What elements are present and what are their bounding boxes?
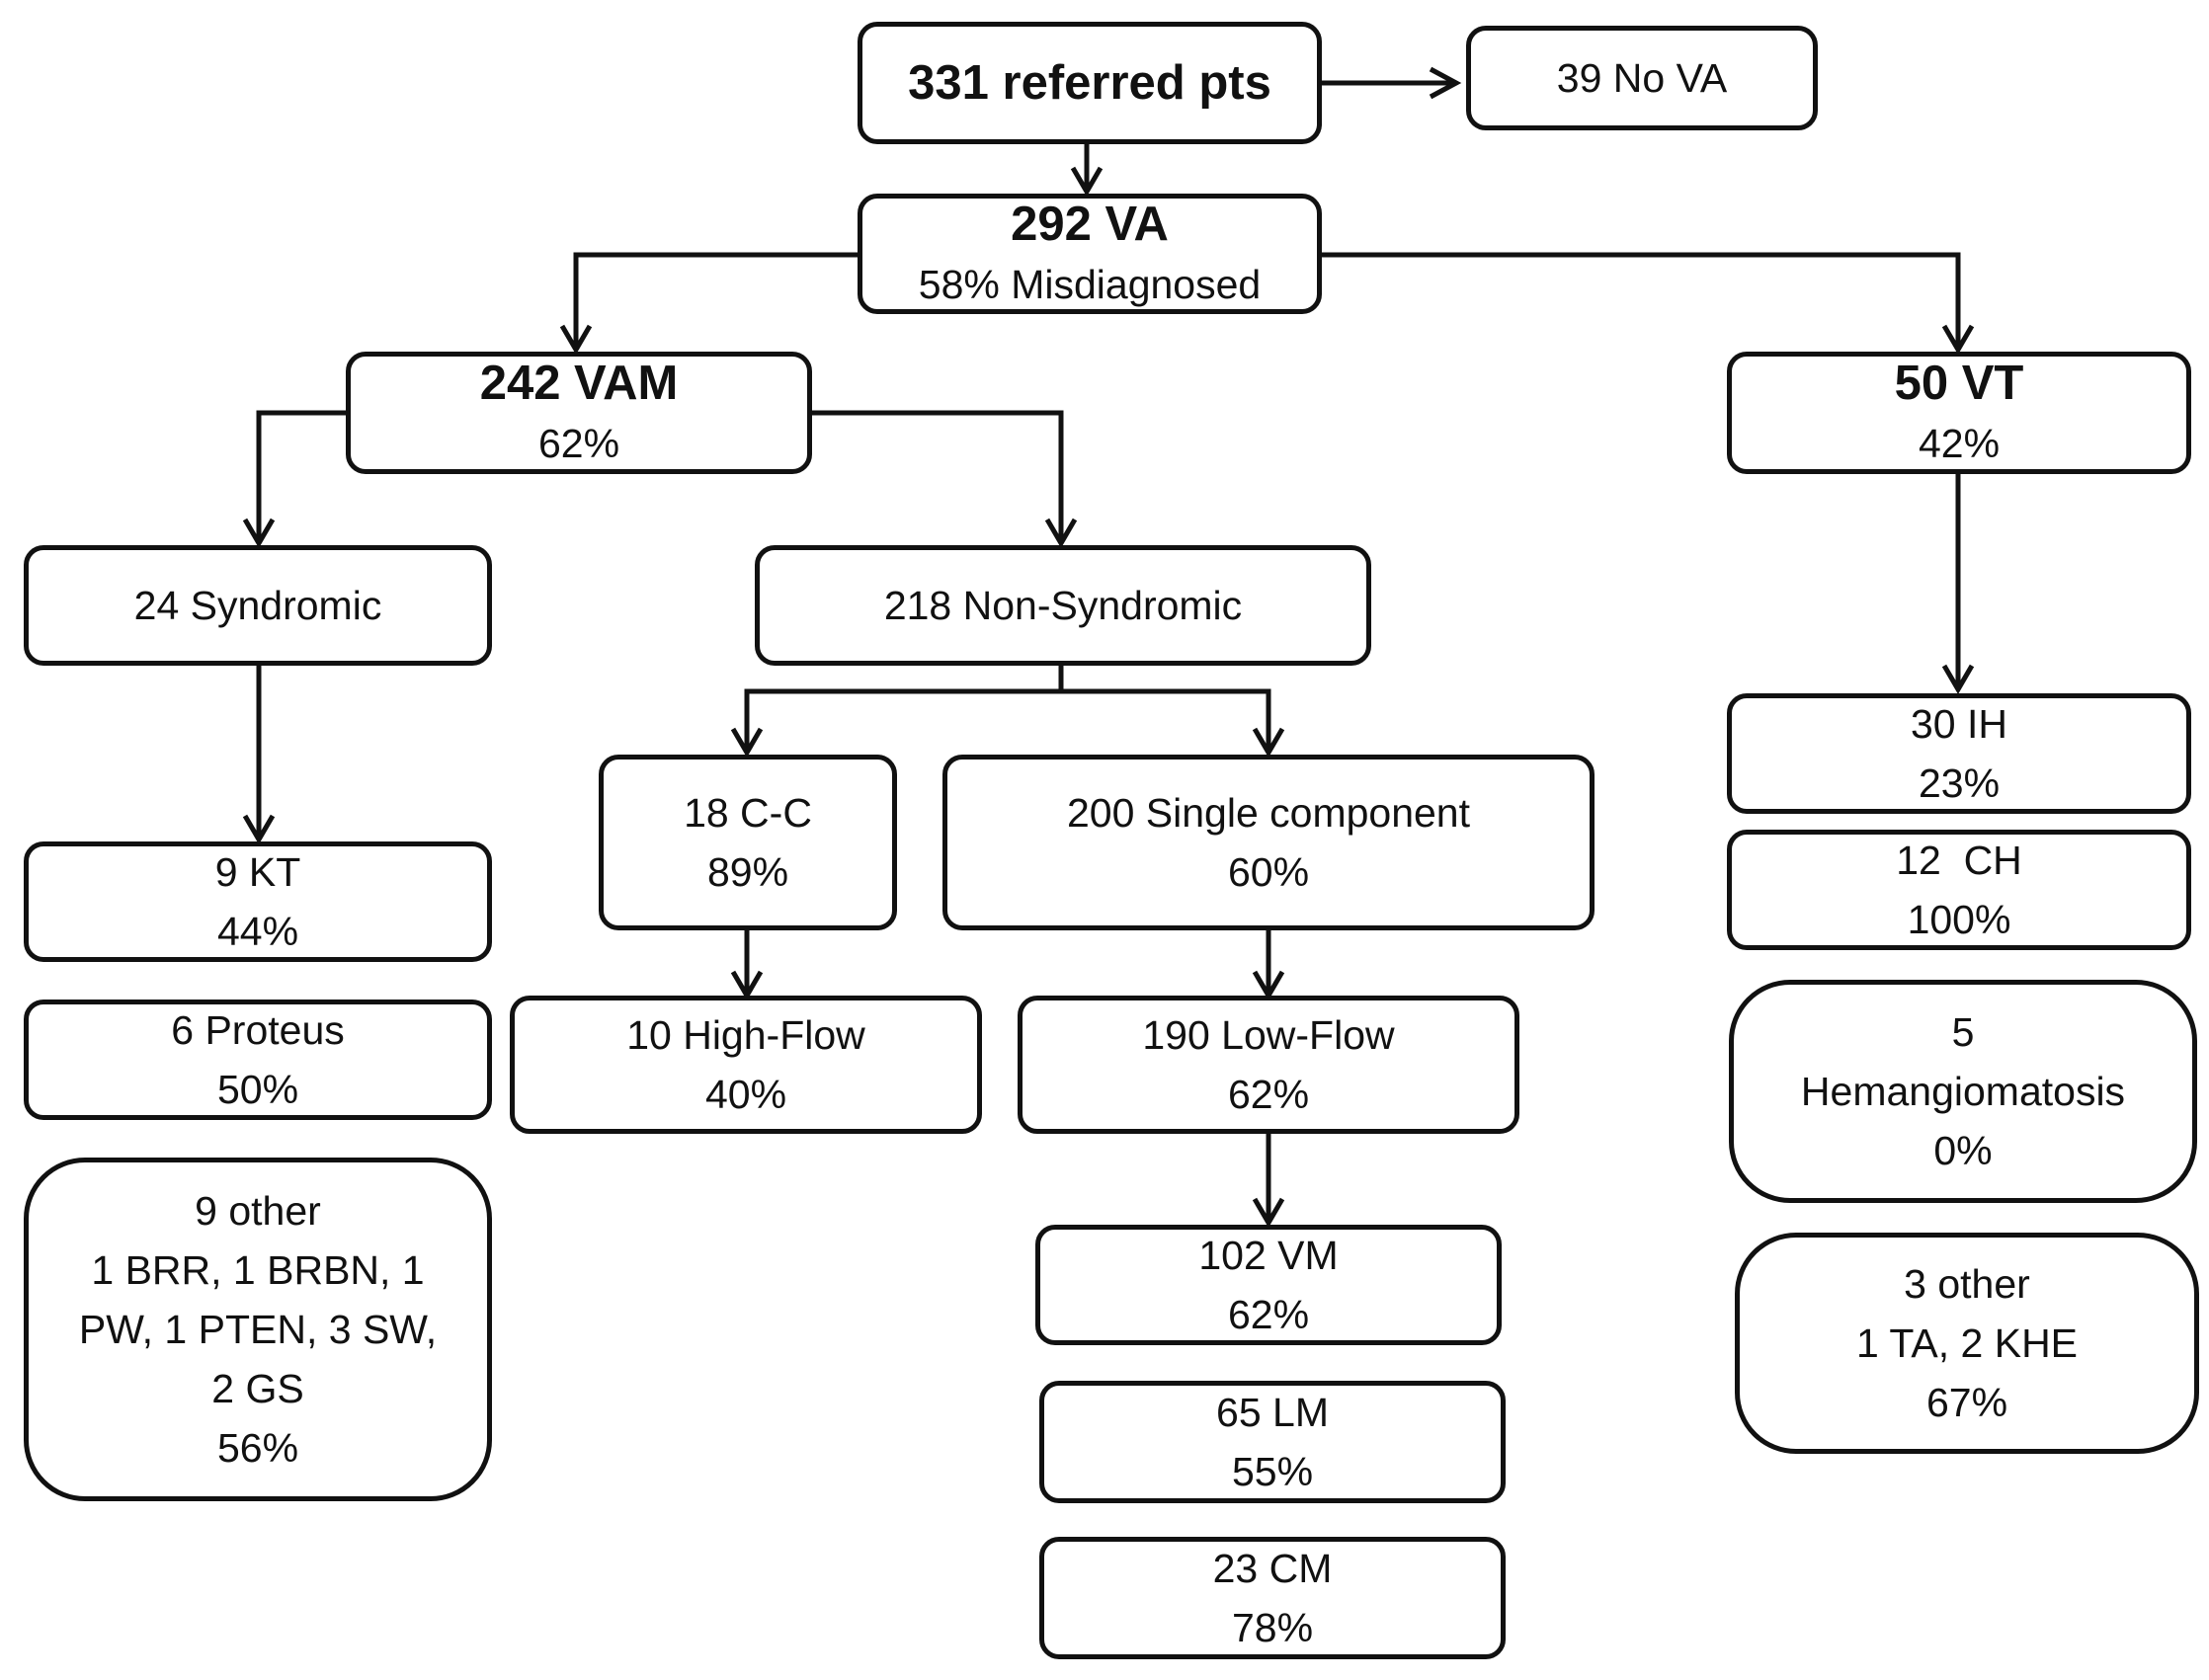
arrowhead [1941,324,1975,355]
node-cm: 23 CM 78% [1039,1537,1506,1659]
node-detail: Hemangiomatosis [1800,1069,2126,1114]
node-detail: PW, 1 PTEN, 3 SW, [78,1307,438,1352]
node-value: 78% [1231,1605,1314,1650]
node-label: 10 High-Flow [626,1012,865,1058]
node-value: 62% [1227,1072,1310,1117]
node-label: 5 [1951,1009,1975,1055]
arrow-non-syndromic-to-single [1061,688,1271,751]
arrowhead [730,727,764,758]
node-label: 331 referred pts [908,56,1271,110]
arrowhead [1044,518,1078,548]
node-detail: 1 BRR, 1 BRBN, 1 [91,1247,425,1293]
node-value: 55% [1231,1449,1314,1494]
node-ih: 30 IH 23% [1727,693,2191,814]
node-value: 42% [1918,421,2001,466]
node-label: 242 VAM [479,357,679,410]
node-value: 62% [537,421,620,466]
node-vam: 242 VAM 62% [346,352,812,474]
node-label: 9 other [195,1188,321,1234]
node-value: 44% [216,909,299,954]
arrowhead [242,518,276,548]
node-label: 39 No VA [1556,55,1728,101]
arrow-va-to-vam [573,252,858,348]
arrowhead [1252,1197,1285,1228]
node-label: 50 VT [1894,357,2024,410]
node-value: 89% [706,849,789,895]
node-label: 23 CM [1212,1546,1333,1591]
node-syndromic: 24 Syndromic [24,545,492,666]
node-low-flow: 190 Low-Flow 62% [1018,996,1519,1134]
arrow-vam-to-syndromic [256,410,346,541]
node-detail: 2 GS [211,1366,304,1411]
node-value: 100% [1907,897,2011,942]
node-proteus: 6 Proteus 50% [24,1000,492,1120]
node-value: 0% [1933,1128,1993,1173]
node-label: 9 KT [214,849,301,895]
node-label: 292 VA [1011,198,1169,251]
node-label: 65 LM [1216,1390,1329,1435]
node-referred-patients: 331 referred pts [858,22,1322,144]
node-label: 3 other [1904,1261,2030,1307]
node-label: 190 Low-Flow [1142,1012,1395,1058]
arrowhead [1941,664,1975,694]
node-lm: 65 LM 55% [1039,1381,1506,1503]
arrowhead [1429,66,1462,100]
node-label: 18 C-C [684,790,812,836]
node-vt: 50 VT 42% [1727,352,2191,474]
node-detail: 1 TA, 2 KHE [1855,1320,2079,1366]
node-kt: 9 KT 44% [24,841,492,962]
node-ch: 12 CH 100% [1727,830,2191,950]
node-label: 102 VM [1198,1233,1339,1278]
node-compound-component: 18 C-C 89% [599,755,897,930]
node-vm: 102 VM 62% [1035,1225,1502,1345]
arrow-va-to-vt [1322,252,1961,348]
arrowhead [242,814,276,844]
node-value: 67% [1925,1380,2008,1425]
node-value: 50% [216,1067,299,1112]
node-label: 24 Syndromic [133,583,382,628]
node-high-flow: 10 High-Flow 40% [510,996,982,1134]
node-no-va: 39 No VA [1466,26,1818,130]
node-value: 56% [216,1425,299,1471]
node-label: 30 IH [1911,701,2007,747]
node-value: 40% [704,1072,787,1117]
arrowhead [559,324,593,355]
node-non-syndromic: 218 Non-Syndromic [755,545,1371,666]
node-hemangiomatosis: 5 Hemangiomatosis 0% [1729,980,2197,1203]
node-label: 200 Single component [1066,790,1471,836]
arrowhead [1070,166,1104,197]
arrowhead [1252,727,1285,758]
node-value: 58% Misdiagnosed [918,262,1262,307]
arrow-vam-to-non-syndromic [810,410,1064,541]
node-label: 12 CH [1896,838,2022,883]
arrow-non-syndromic-split [744,664,1064,751]
node-label: 218 Non-Syndromic [883,583,1243,628]
node-value: 23% [1918,760,2001,806]
node-single-component: 200 Single component 60% [942,755,1595,930]
node-syndromic-other: 9 other 1 BRR, 1 BRBN, 1 PW, 1 PTEN, 3 S… [24,1158,492,1501]
node-vt-other: 3 other 1 TA, 2 KHE 67% [1735,1233,2199,1454]
node-label: 6 Proteus [171,1007,345,1053]
node-value: 62% [1227,1292,1310,1337]
node-va: 292 VA 58% Misdiagnosed [858,194,1322,314]
node-value: 60% [1227,849,1310,895]
